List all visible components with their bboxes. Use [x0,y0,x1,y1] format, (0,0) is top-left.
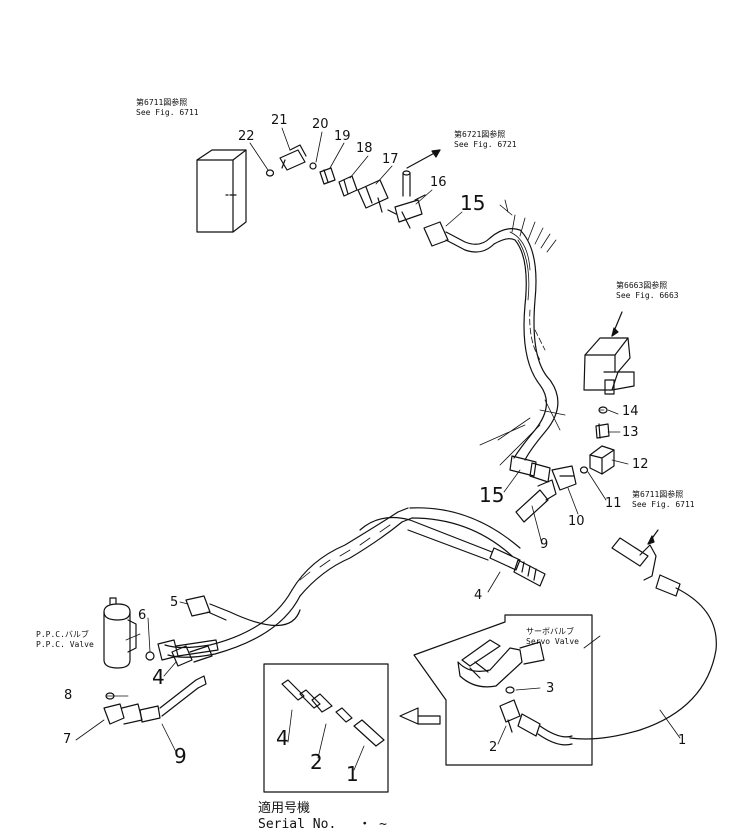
part-7-elbow [103,703,143,725]
part-20-oring [309,162,317,170]
callout-5: 5 [170,595,179,610]
part-13-plug [595,423,610,439]
part-9-adapter-right [515,479,557,523]
valve-block-right [583,311,635,395]
servo-valve-box [413,614,593,766]
callout-22: 22 [238,129,255,144]
ref-fig6663-jp: 第6663図参照 [616,281,668,290]
callout-2-box: 2 [489,740,498,755]
serial-value: ・ ~ [358,817,387,832]
callout-21: 21 [271,113,288,128]
callout-20: 20 [312,117,329,132]
callout-8: 8 [64,688,73,703]
callout-12: 12 [632,457,649,472]
part-22-oring [265,169,275,177]
callout-18: 18 [356,141,373,156]
serial-block: 適用号機 Serial No. ・ ~ [258,801,387,833]
ppc-valve-label-jp: P.P.C.バルブ [36,630,89,639]
ref-fig6663-en: See Fig. 6663 [616,291,679,300]
part-16-tee [387,194,426,229]
ref-fig6711-right-en: See Fig. 6711 [632,500,695,509]
part-4-line-right [359,517,546,587]
serial-label-en: Serial No. [258,817,337,832]
part-12-block [589,445,615,475]
part-19-nut [319,167,336,185]
callout-4-left: 4 [152,665,165,689]
callout-11: 11 [605,496,622,511]
ref-fig6721-en: See Fig. 6721 [454,140,517,149]
ref-fig6711-top-jp: 第6711図参照 [136,98,188,107]
pipe-fig6721 [402,149,441,197]
serial-label-jp: 適用号機 [258,801,311,816]
part-5-fitting [185,595,301,627]
callout-16: 16 [430,175,447,190]
callout-9-left: 9 [174,744,187,768]
ref-fig6721: 第6721図参照 See Fig. 6721 [454,130,517,150]
detail-arrow [399,707,441,725]
callout-4-detail: 4 [276,726,289,750]
part-2-elbow-box [499,699,521,733]
line-1-assembly [569,529,717,740]
callout-14: 14 [622,404,639,419]
fitting-near-6 [157,639,219,661]
callout-9-right: 9 [540,537,549,552]
ref-fig6711-top: 第6711図参照 See Fig. 6711 [136,98,199,118]
callout-17: 17 [382,152,399,167]
callout-3: 3 [546,681,555,696]
callout-15-top: 15 [460,191,486,215]
part-14-oring [598,406,608,414]
part-11-oring [579,466,589,474]
callout-13: 13 [622,425,639,440]
part-10-elbow [551,465,577,491]
ref-fig6711-top-en: See Fig. 6711 [136,108,199,117]
serial-label-en-row: Serial No. ・ ~ [258,817,387,833]
callout-1-right: 1 [678,733,687,748]
part-21-elbow [279,144,307,171]
ppc-valve-label-en: P.P.C. Valve [36,640,94,649]
ref-fig6663: 第6663図参照 See Fig. 6663 [616,281,679,301]
line-1-end-box [517,713,573,746]
leader-lines [75,127,681,771]
valve-block-top-left [196,149,247,233]
ref-fig6721-jp: 第6721図参照 [454,130,506,139]
callout-15-lower: 15 [479,483,505,507]
detail-box [263,663,389,793]
part-18-union [338,175,358,197]
callout-2-detail: 2 [310,750,323,774]
part-4-fitting-left [171,645,213,667]
servo-valve-label-en: Servo Valve [526,637,579,646]
hose-center-band [164,507,521,658]
part-15-hose-lower [509,455,551,483]
ref-fig6711-right: 第6711図参照 See Fig. 6711 [632,490,695,510]
ppc-valve-body [103,597,137,669]
part-6-oring [145,651,155,661]
part-15-hose-top [423,221,495,253]
part-9-line-left [139,675,207,723]
ref-fig6711-right-jp: 第6711図参照 [632,490,684,499]
callout-6: 6 [138,608,147,623]
part-3-oring [505,686,515,694]
servo-valve-label: サーボバルブ Servo Valve [526,627,579,647]
hose-bundle [479,199,566,466]
ppc-valve-label: P.P.C.バルブ P.P.C. Valve [36,630,94,650]
callout-7: 7 [63,732,72,747]
callout-1-detail: 1 [346,762,359,786]
callout-10: 10 [568,514,585,529]
servo-valve-label-jp: サーボバルブ [526,627,574,636]
part-17-fitting [357,179,389,213]
callout-19: 19 [334,129,351,144]
callout-4-right: 4 [474,588,483,603]
